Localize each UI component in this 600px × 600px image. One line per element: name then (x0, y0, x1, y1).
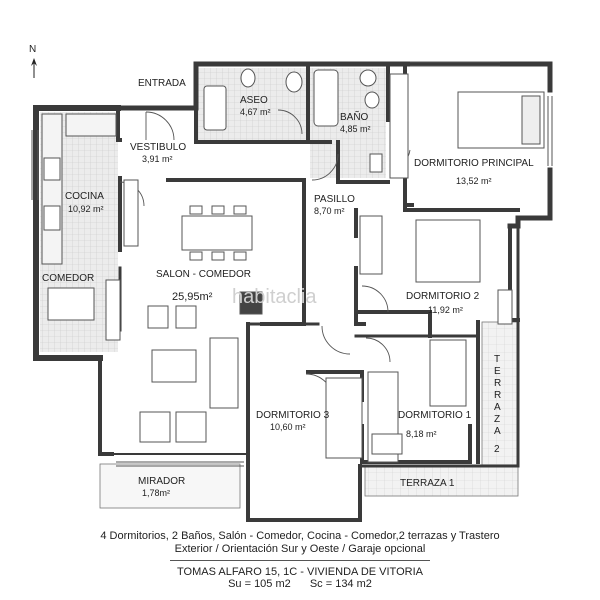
salon-comedor-label: SALON - COMEDOR (156, 269, 251, 280)
dormitorio-principal-label: DORMITORIO PRINCIPAL (414, 158, 534, 169)
terraza-2-label: T E R R A Z A 2 (494, 354, 501, 455)
aseo-label: ASEO (240, 95, 268, 106)
address-line: TOMAS ALFARO 15, 1C - VIVIENDA DE VITORI… (177, 566, 423, 578)
dormitorio-3-label: DORMITORIO 3 (256, 410, 330, 421)
dormitorio-1-label: DORMITORIO 1 (398, 410, 472, 421)
entrance-label: ENTRADA (138, 78, 186, 89)
furniture (41, 68, 545, 463)
north-label: N (29, 44, 36, 55)
dorm3-bed (325, 377, 363, 459)
dormitorio-1-area: 8,18 m² (406, 429, 437, 439)
terraza-2-letter: R (494, 390, 501, 401)
dormitorio-principal-area: 13,52 m² (456, 176, 492, 186)
cocina-area: 10,92 m² (68, 204, 104, 214)
mirador-area: 1,78m² (142, 488, 170, 498)
built-surface: Sc = 134 m2 (309, 578, 372, 590)
surface-line: Su = 105 m2 Sc = 134 m2 (0, 578, 600, 591)
terraza-2-letter: A (494, 426, 501, 437)
bano-label: BAÑO (340, 110, 369, 123)
sofa (209, 337, 239, 409)
dorm2-bed (415, 219, 481, 283)
terraza-2-letter: E (494, 366, 501, 377)
pasillo-area: 8,70 m² (314, 206, 345, 216)
caption-divider (170, 560, 430, 561)
salon-comedor-area: 25,95m² (172, 291, 213, 303)
vestibulo-area: 3,91 m² (142, 154, 173, 164)
terraza-2-letter: A (494, 402, 501, 413)
comedor-label: COMEDOR (42, 273, 94, 284)
north-arrow: N (29, 44, 37, 78)
terraza-2-letter: T (494, 354, 500, 365)
windows (31, 61, 553, 467)
mirador-label: MIRADOR (138, 476, 185, 487)
comedor-table (47, 287, 95, 321)
cocina-label: COCINA (65, 191, 104, 202)
kitchen-counter (41, 113, 63, 265)
terraza-2-number: 2 (494, 444, 500, 455)
aseo-area: 4,67 m² (240, 107, 271, 117)
mirador-area (99, 463, 241, 509)
dining-table (181, 215, 253, 251)
terraza-1-area (364, 465, 519, 497)
terraza-1-label: TERRAZA 1 (400, 478, 455, 489)
useful-surface: Su = 105 m2 (228, 578, 291, 590)
dormitorio-2-area: 11,92 m² (428, 305, 463, 315)
orientation-line: Exterior / Orientación Sur y Oeste / Gar… (174, 543, 426, 555)
features-line: 4 Dormitorios, 2 Baños, Salón - Comedor,… (100, 530, 500, 542)
watermark: habitaclia (232, 286, 317, 308)
terraza-2-letter: R (494, 378, 501, 389)
dormitorio-2-label: DORMITORIO 2 (406, 291, 480, 302)
dormitorio-3-area: 10,60 m² (270, 422, 306, 432)
vestibulo-label: VESTIBULO (130, 142, 186, 153)
dorm1-bed (429, 339, 467, 407)
pasillo-label: PASILLO (314, 194, 355, 205)
terraza-2-letter: Z (494, 414, 500, 425)
bano-area: 4,85 m² (340, 124, 371, 134)
